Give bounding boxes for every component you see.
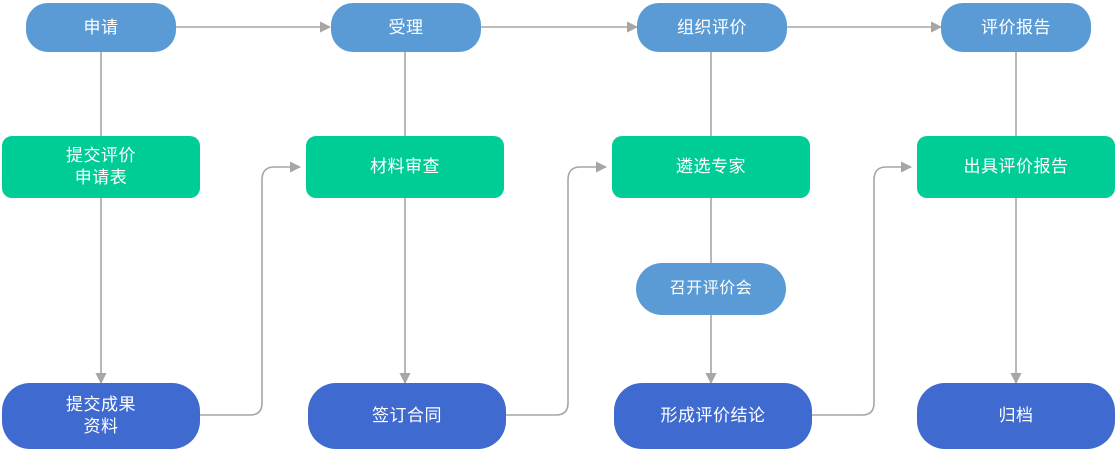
node-output-4-label: 归档 [998, 406, 1034, 426]
node-task-4[interactable]: 出具评价报告 [917, 136, 1115, 198]
node-stage-4-label: 评价报告 [981, 17, 1051, 37]
node-task-4-label: 出具评价报告 [963, 157, 1069, 177]
node-output-2[interactable]: 签订合同 [308, 383, 506, 449]
node-stage-3-label: 组织评价 [677, 17, 747, 37]
node-output-1-label: 提交成果 资料 [66, 395, 136, 436]
node-output-4[interactable]: 归档 [917, 383, 1115, 449]
edge-output2-task3 [506, 161, 608, 416]
node-stage-1-label: 申请 [83, 17, 119, 37]
node-task-1-label: 提交评价 申请表 [66, 146, 136, 187]
node-stage-4[interactable]: 评价报告 [941, 3, 1091, 52]
edge-output1-task2 [200, 161, 302, 416]
node-stage-2-label: 受理 [388, 17, 424, 37]
node-output-3-label: 形成评价结论 [660, 406, 766, 426]
node-task-2-label: 材料审查 [370, 157, 440, 177]
node-stage-3[interactable]: 组织评价 [637, 3, 787, 52]
node-task-1[interactable]: 提交评价 申请表 [2, 136, 200, 198]
node-task-2[interactable]: 材料审查 [306, 136, 504, 198]
node-task-3[interactable]: 遴选专家 [612, 136, 810, 198]
edge-output3-task4 [812, 161, 913, 416]
node-meeting-1-label: 召开评价会 [669, 279, 753, 297]
node-output-2-label: 签订合同 [372, 406, 442, 426]
node-stage-2[interactable]: 受理 [331, 3, 481, 52]
node-meeting-1[interactable]: 召开评价会 [636, 263, 786, 315]
node-output-1[interactable]: 提交成果 资料 [2, 383, 200, 449]
node-stage-1[interactable]: 申请 [26, 3, 176, 52]
node-output-3[interactable]: 形成评价结论 [614, 383, 812, 449]
node-task-3-label: 遴选专家 [676, 157, 746, 177]
